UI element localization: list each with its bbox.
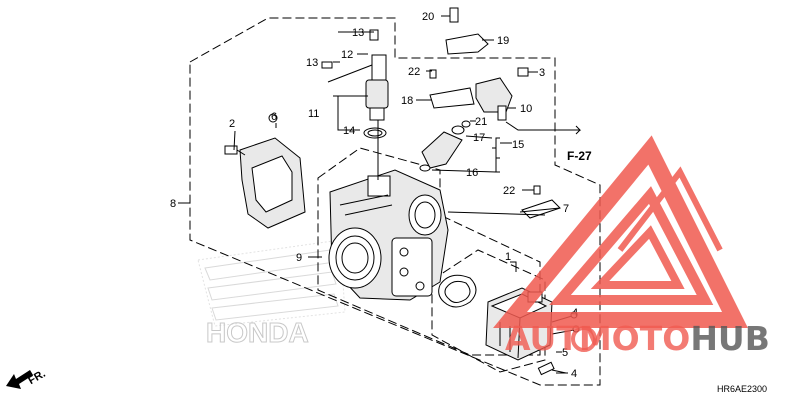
label-21: 21 — [475, 116, 487, 128]
watermark-aut: AUT — [505, 319, 579, 358]
label-7: 7 — [563, 203, 569, 215]
label-2: 2 — [229, 118, 235, 130]
sensor-boundary-1 — [431, 249, 546, 373]
label-1: 1 — [505, 251, 511, 263]
label-19: 19 — [497, 35, 509, 47]
fuel-joint-10 — [475, 67, 529, 121]
label-18: 18 — [401, 95, 413, 107]
label-8: 8 — [170, 198, 176, 210]
label-16: 16 — [466, 167, 478, 179]
label-17: 17 — [473, 132, 485, 144]
label-13a: 13 — [352, 27, 364, 39]
front-direction-arrow-icon — [6, 370, 33, 389]
label-22b: 22 — [503, 185, 515, 197]
label-15: 15 — [512, 139, 524, 151]
label-9: 9 — [296, 252, 302, 264]
watermark-hub: HUB — [690, 319, 770, 358]
watermark-o-icon — [571, 326, 597, 352]
watermark-moto: MOTO — [579, 319, 690, 358]
label-14: 14 — [343, 125, 355, 137]
throttle-body — [328, 169, 449, 301]
label-3: 3 — [539, 67, 545, 79]
label-5: 5 — [562, 347, 568, 359]
label-20: 20 — [422, 11, 434, 23]
leader-lines — [178, 15, 582, 374]
label-4b: 4 — [571, 368, 577, 380]
label-22a: 22 — [408, 66, 420, 78]
honda-brand-text: HONDA — [206, 317, 309, 348]
watermark-brand: AUTMOTOHUB — [505, 319, 770, 358]
fuel-injector-assembly — [321, 29, 389, 180]
injector-pieces — [419, 120, 471, 172]
diagram-code: HR6AE2300 — [717, 384, 767, 394]
assembly-boundary-9 — [317, 147, 541, 356]
assembly-boundary-8 — [189, 17, 601, 386]
reference-f27: F-27 — [567, 149, 592, 163]
watermark-logo-icon — [493, 135, 748, 328]
label-13b: 13 — [306, 57, 318, 69]
gasket — [438, 274, 477, 308]
label-6: 6 — [271, 111, 277, 123]
fuel-rail-bracket — [429, 7, 489, 109]
label-11: 11 — [308, 108, 319, 120]
plate-7 — [521, 185, 561, 219]
cover-bracket-6 — [224, 113, 306, 229]
label-12: 12 — [341, 49, 353, 61]
label-10: 10 — [520, 103, 532, 115]
